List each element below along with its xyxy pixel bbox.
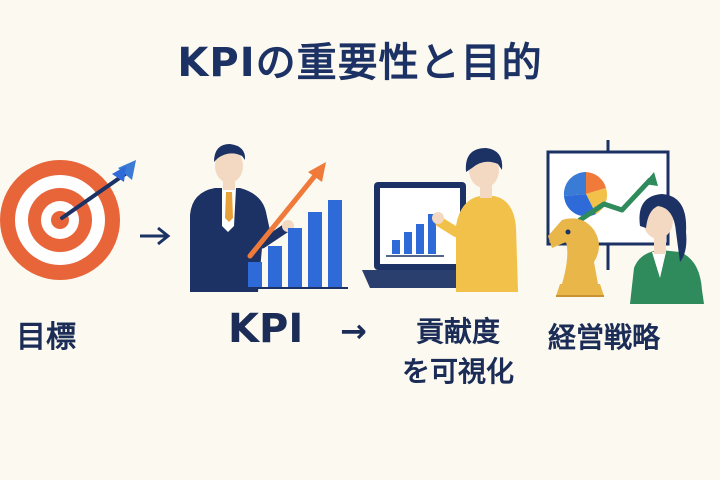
woman-icon	[630, 194, 704, 304]
step-label-strategy: 経営戦略	[548, 321, 661, 354]
step-label-contribution-line2: を可視化	[401, 355, 514, 388]
step-label-kpi: KPI	[228, 306, 304, 352]
target-icon	[0, 160, 120, 280]
dart-icon	[60, 160, 136, 220]
step-label-contribution: 貢献度 を可視化	[388, 312, 528, 392]
step-label-contribution-line1: 貢献度	[415, 315, 500, 348]
bar-chart-icon	[240, 200, 348, 289]
laptop-icon	[362, 182, 480, 288]
page-title: KPIの重要性と目的	[177, 40, 543, 86]
chess-knight-icon	[548, 218, 604, 297]
person-icon	[432, 148, 518, 292]
trend-arrow-icon	[247, 162, 326, 259]
arrow-goal-to-kpi	[140, 226, 171, 246]
step-label-goal: 目標	[16, 320, 76, 355]
arrow-kpi-to-contribution: →	[340, 312, 367, 350]
